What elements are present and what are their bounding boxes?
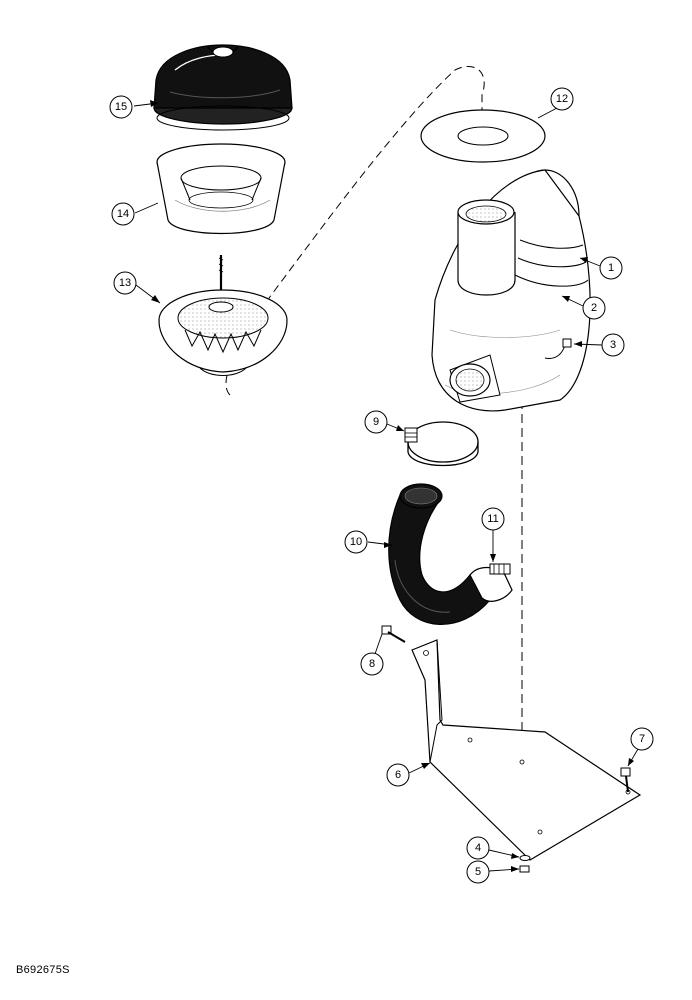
bolt-3-part xyxy=(544,338,572,359)
callout-7: 7 xyxy=(639,733,645,745)
cap-part xyxy=(153,44,293,131)
callout-15: 15 xyxy=(115,101,127,113)
hose-part xyxy=(388,483,491,625)
callout-12: 12 xyxy=(556,93,568,105)
callout-1: 1 xyxy=(608,262,614,274)
callout-5: 5 xyxy=(475,866,481,878)
bolt-8-part xyxy=(381,625,406,643)
callout-8: 8 xyxy=(369,658,375,670)
bolt-7-part xyxy=(620,767,631,793)
callout-6: 6 xyxy=(395,769,401,781)
callout-14: 14 xyxy=(117,208,129,220)
nut-part xyxy=(519,865,530,873)
bowl-part xyxy=(156,143,286,235)
callouts: 15 14 13 12 1 2 xyxy=(109,87,654,884)
callout-11: 11 xyxy=(487,513,498,525)
callout-3: 3 xyxy=(610,339,616,351)
mounting-bracket-part xyxy=(411,639,642,861)
callout-2: 2 xyxy=(591,302,597,314)
hose-clamp-11-part xyxy=(469,563,513,602)
callout-4: 4 xyxy=(475,842,481,854)
callout-13: 13 xyxy=(119,277,131,289)
gasket-part xyxy=(420,109,546,163)
callout-9: 9 xyxy=(373,416,379,428)
hose-clamp-9-part xyxy=(404,421,479,467)
precleaner-base-part xyxy=(158,255,288,376)
washer-part xyxy=(519,855,531,861)
drawing-number: B692675S xyxy=(16,964,70,976)
callout-10: 10 xyxy=(350,536,362,548)
air-cleaner-housing-part xyxy=(431,169,591,412)
